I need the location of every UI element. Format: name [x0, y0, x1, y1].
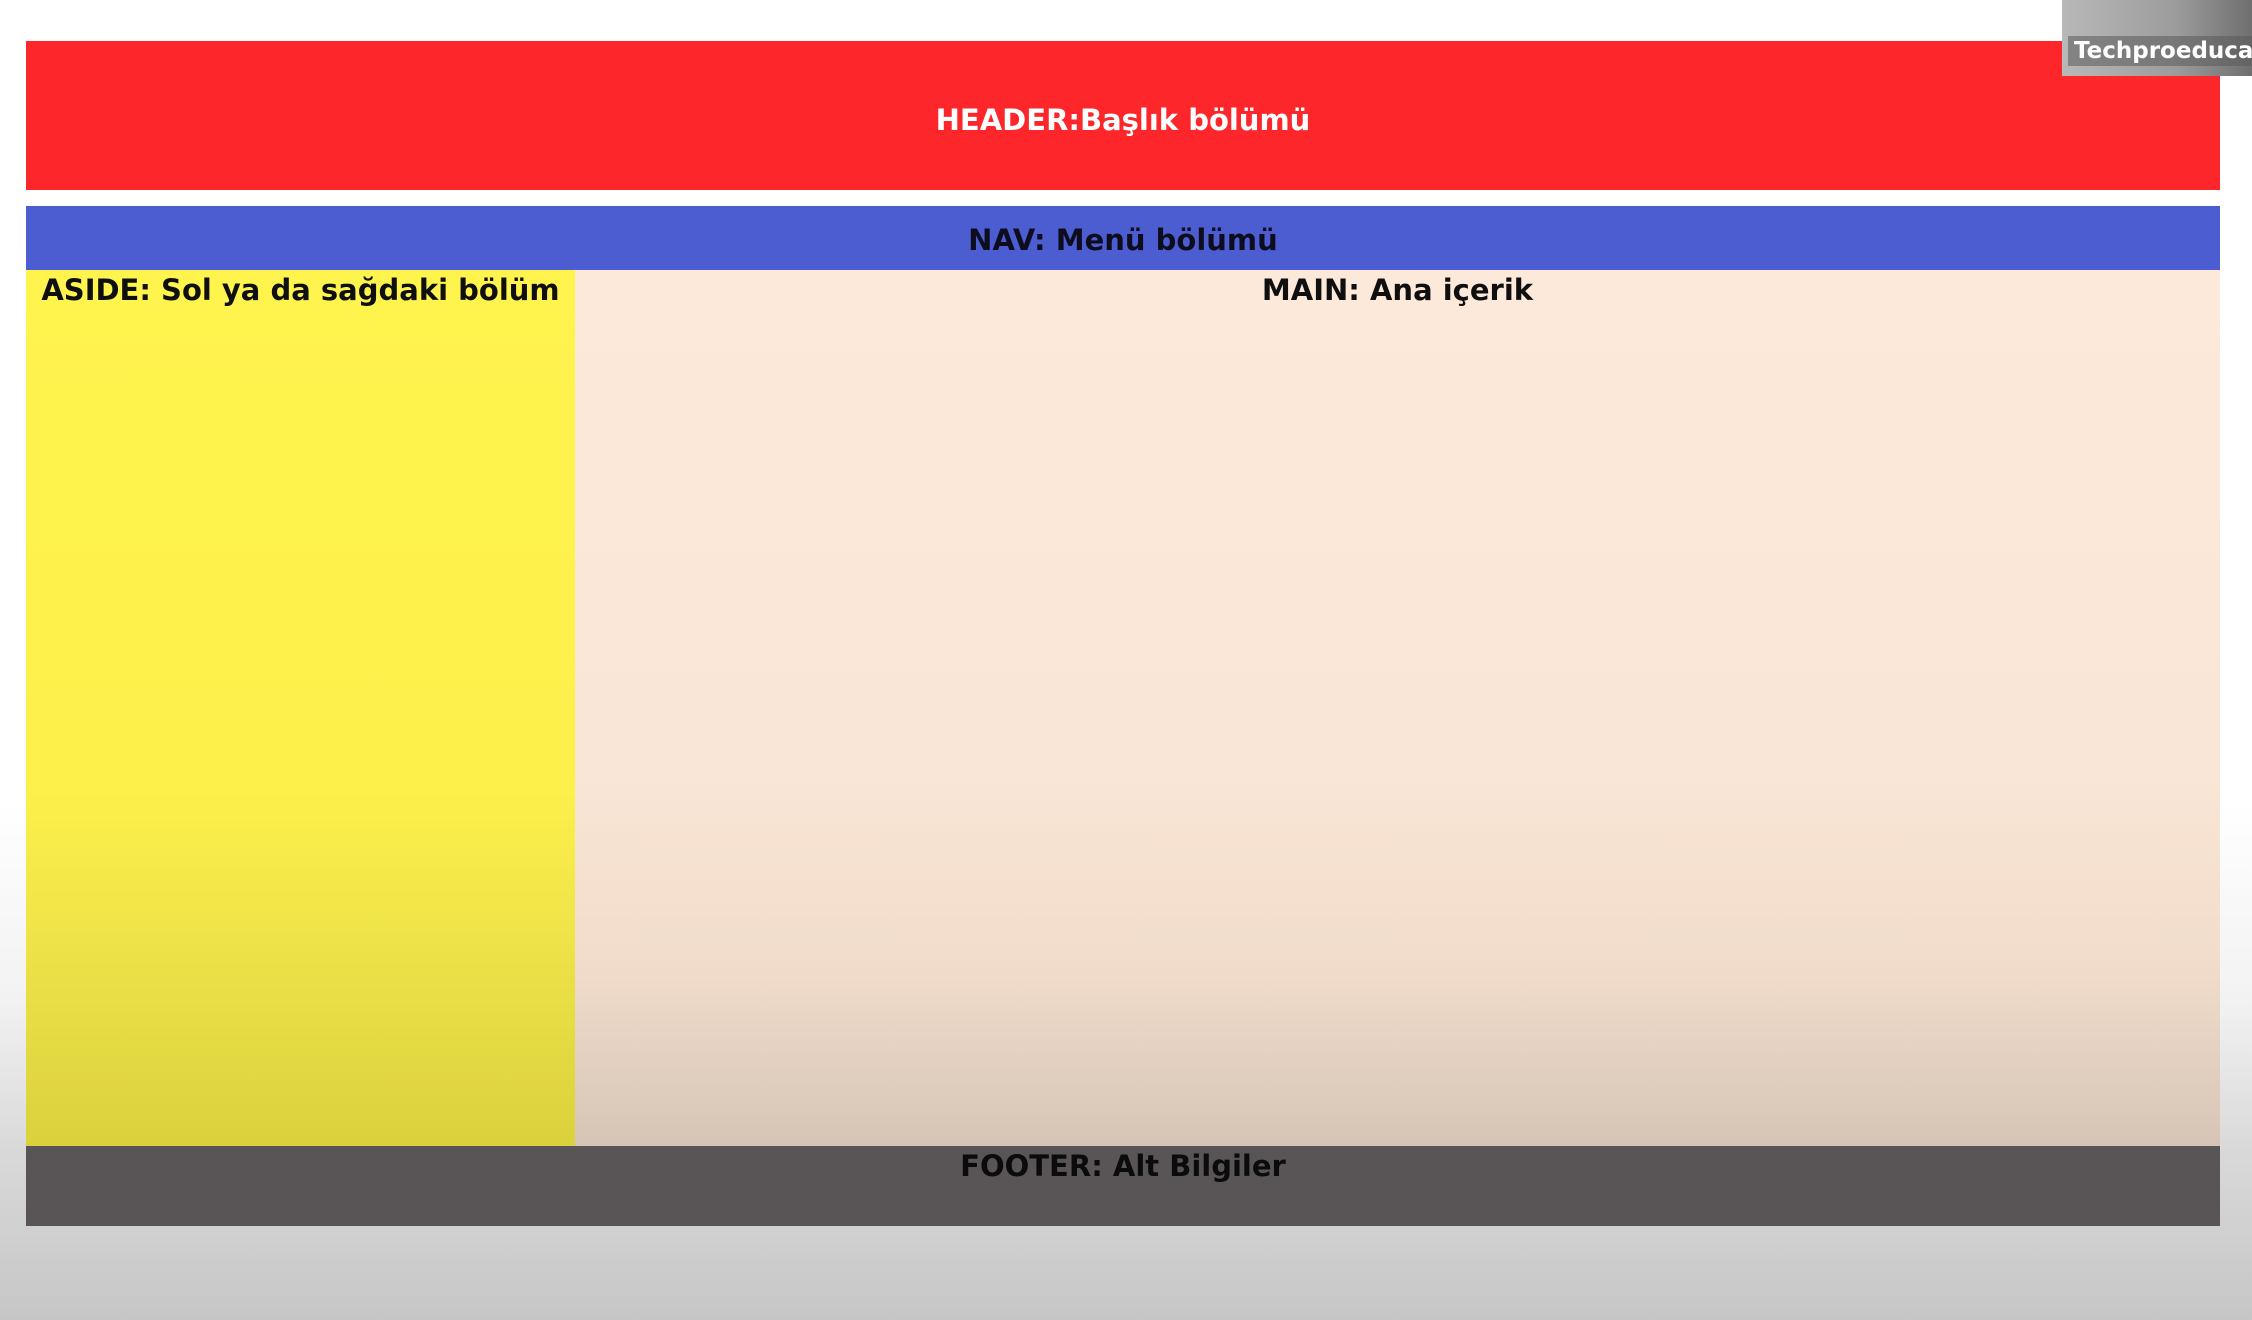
- watermark-label: Techproeducatio: [2068, 36, 2252, 66]
- webcam-overlay: Techproeducatio: [2062, 0, 2252, 76]
- aside-section: ASIDE: Sol ya da sağdaki bölüm: [26, 270, 575, 1146]
- main-label: MAIN: Ana içerik: [1261, 273, 1534, 307]
- aside-label: ASIDE: Sol ya da sağdaki bölüm: [41, 273, 560, 307]
- main-section: MAIN: Ana içerik: [575, 270, 2220, 1146]
- page-layout-demo: HEADER:Başlık bölümü NAV: Menü bölümü AS…: [26, 41, 2220, 1226]
- content-row: ASIDE: Sol ya da sağdaki bölüm MAIN: Ana…: [26, 270, 2220, 1146]
- footer-label: FOOTER: Alt Bilgiler: [960, 1149, 1286, 1183]
- nav-section: NAV: Menü bölümü: [26, 206, 2220, 270]
- header-section: HEADER:Başlık bölümü: [26, 41, 2220, 190]
- nav-label: NAV: Menü bölümü: [968, 223, 1278, 257]
- footer-section: FOOTER: Alt Bilgiler: [26, 1146, 2220, 1226]
- header-label: HEADER:Başlık bölümü: [935, 102, 1311, 137]
